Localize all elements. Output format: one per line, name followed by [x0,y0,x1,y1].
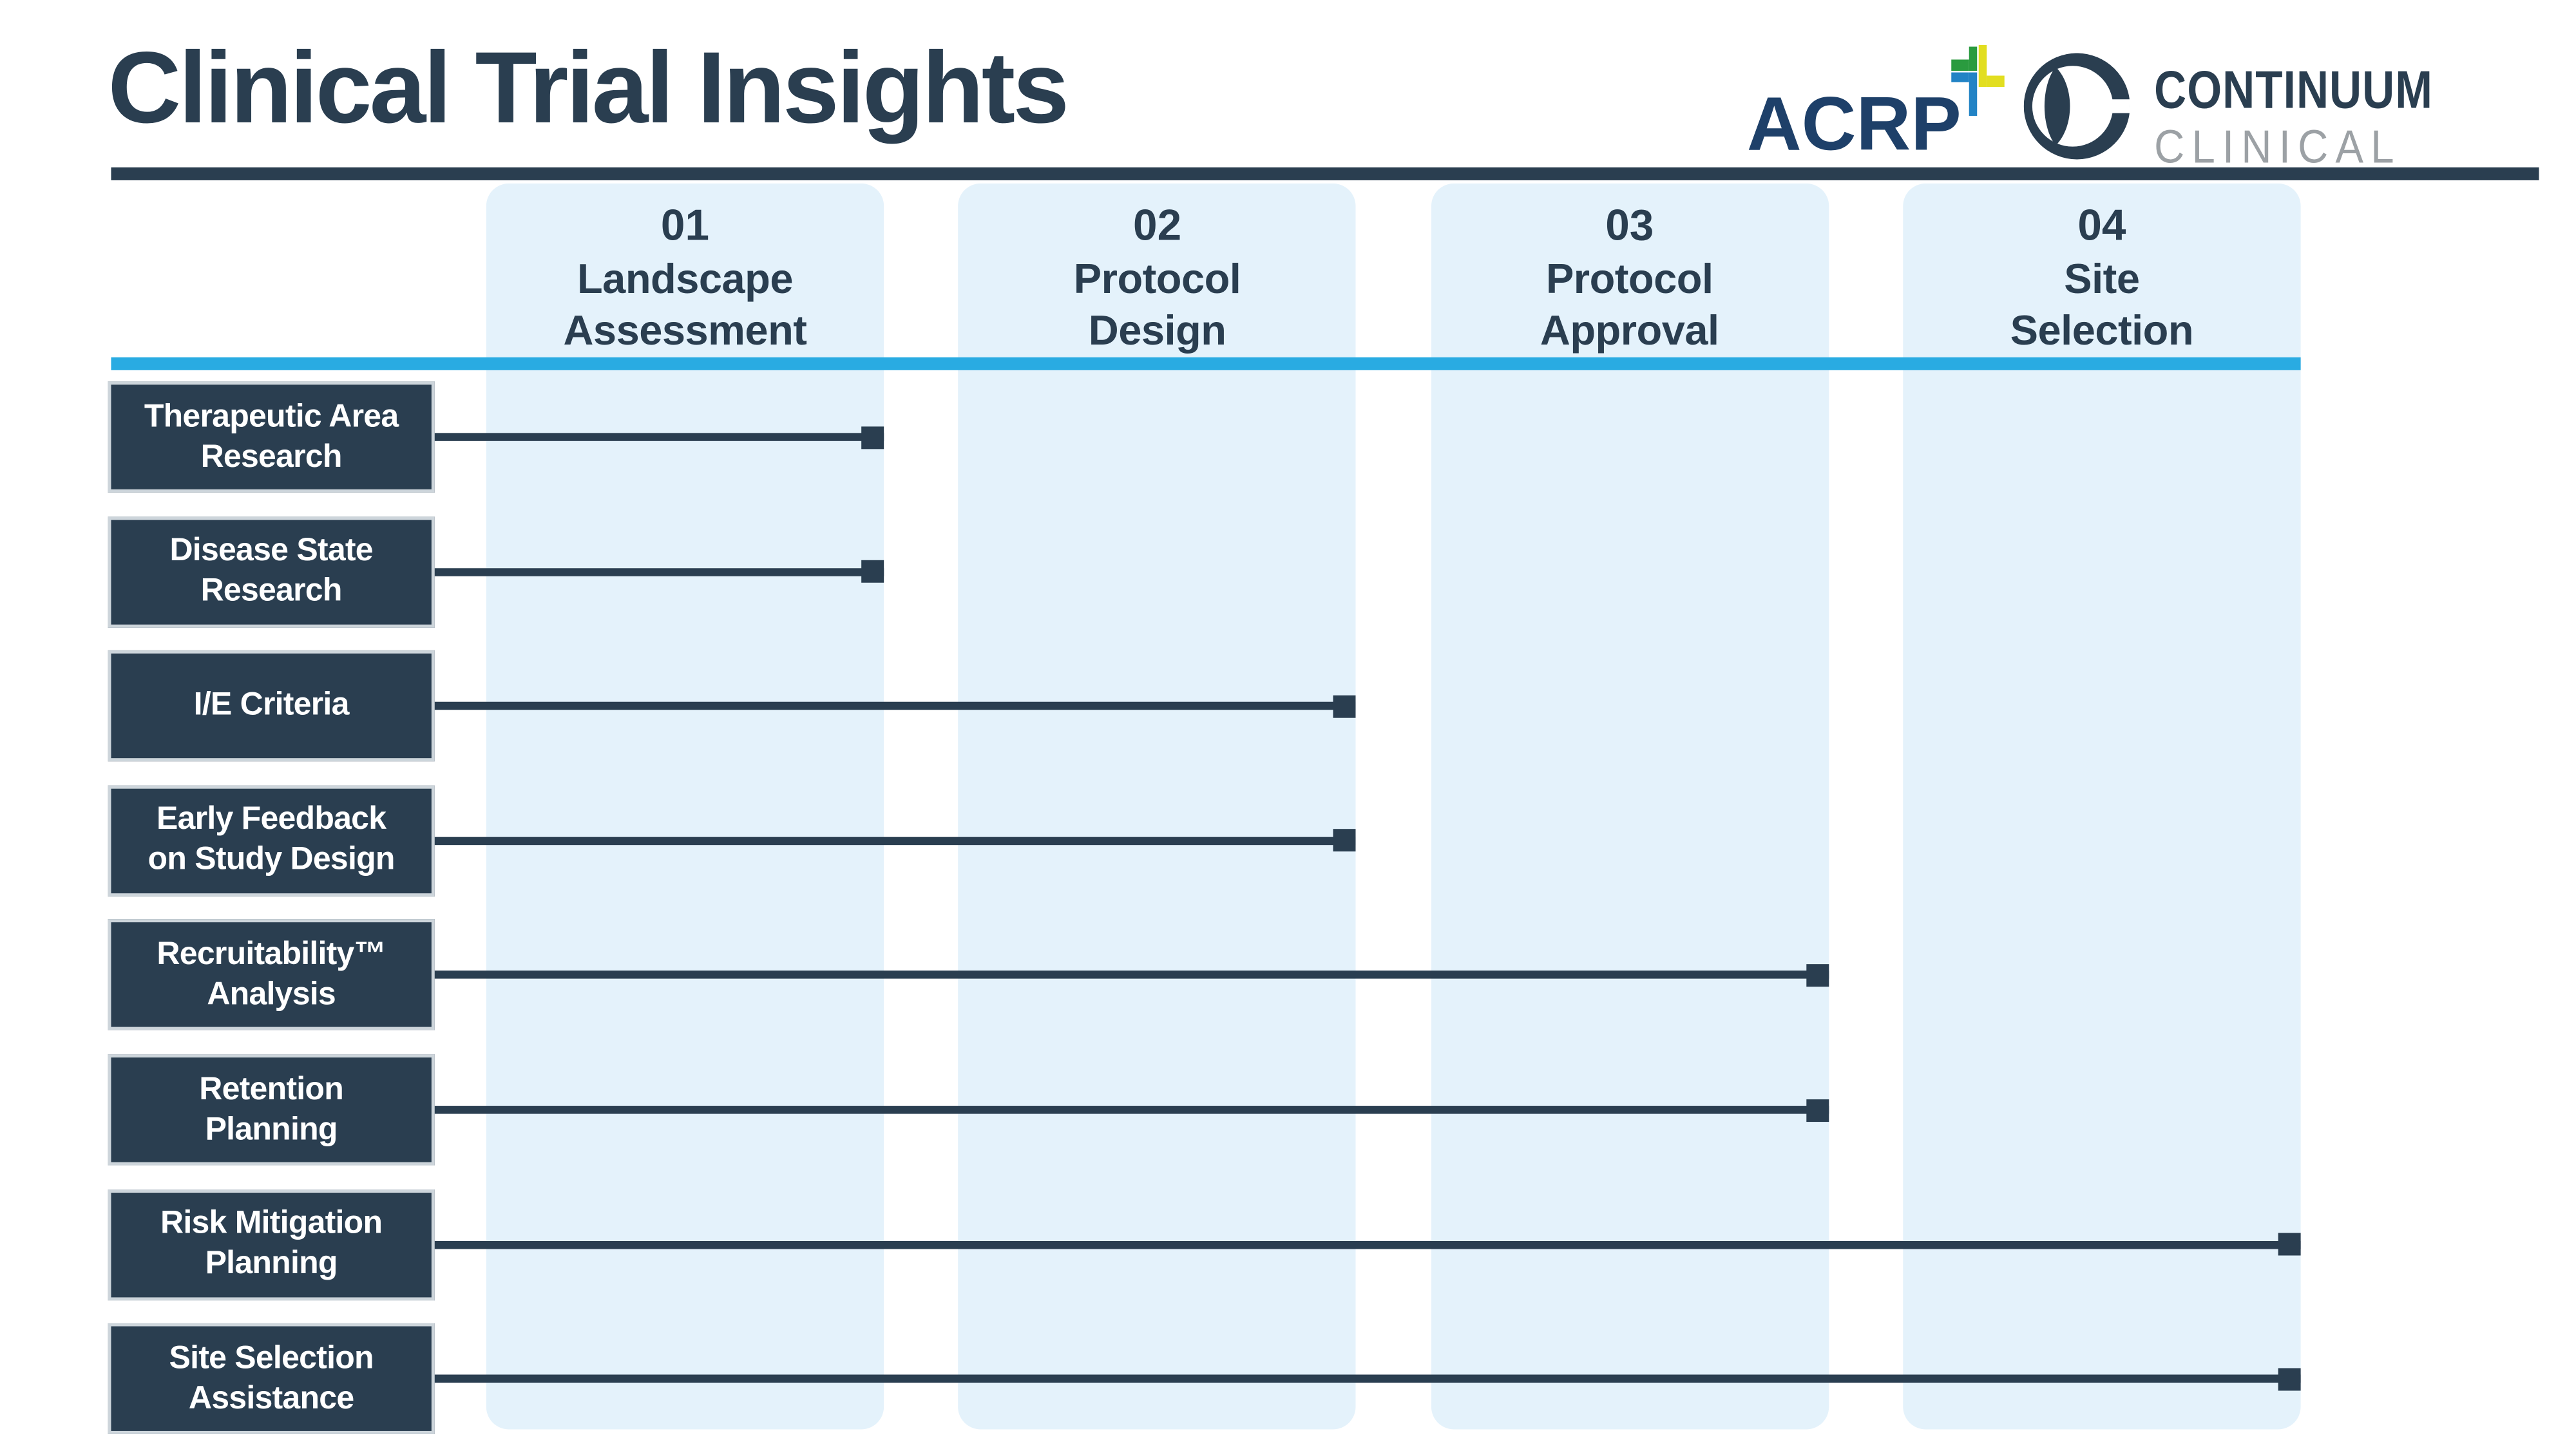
service-label-line: Research [200,439,343,475]
service-label-line: Disease State [169,533,373,569]
service-label-line: Recruitability™ [157,936,386,972]
phase-name-line: Selection [2010,305,2194,354]
phase-name-line: Protocol [1545,254,1713,303]
service-label-line: Therapeutic Area [144,398,399,434]
acrp-plus-green-arm [1951,59,1969,71]
service-label-line: Analysis [207,976,336,1012]
continuum-logo-text: CONTINUUM [2154,59,2433,119]
timeline-connector [434,1240,2301,1249]
phase-name-line: Approval [1540,305,1719,354]
timeline-connector [434,971,1829,980]
title-underline-rule [111,167,2539,180]
service-label-line: Planning [205,1111,338,1147]
acrp-plus-blue-bar [1969,72,1978,116]
connector-endcap [2278,1367,2301,1390]
phase-name-line: Protocol [1073,254,1241,303]
connector-endcap [1806,1098,1829,1121]
acrp-logo-text: ACRP [1746,80,1961,166]
timeline-connector [434,1374,2301,1383]
service-label-line: Early Feedback [156,802,386,838]
acrp-plus-yellow-bar [1978,44,1987,87]
connector-endcap [861,426,884,449]
phase-number: 03 [1605,201,1654,250]
service-label-line: on Study Design [148,842,396,878]
service-box: I/E Criteria [108,650,435,762]
phase-name-line: Site [2064,254,2140,303]
clinical-logo-text: CLINICAL [2154,122,2401,174]
timeline-connector [434,433,884,441]
connector-endcap [2278,1233,2301,1256]
continuum-clinical-logo-icon [2023,53,2130,160]
service-label-line: Assistance [188,1380,354,1416]
service-label-line: Planning [205,1245,338,1282]
timeline-connector [434,702,1357,710]
phase-name-line: Design [1088,305,1226,354]
timeline-connector [434,837,1357,845]
acrp-plus-yellow-arm [1987,75,2005,87]
phase-name-line: Landscape [577,254,793,303]
connector-endcap [1333,694,1357,717]
page-title: Clinical Trial Insights [108,32,1069,145]
timeline-connector [434,567,884,576]
acrp-plus-icon [1951,42,2009,119]
phase-number: 04 [2077,201,2126,250]
acrp-plus-blue-arm [1951,72,1969,82]
connector-endcap [1333,829,1357,852]
timeline-connector [434,1106,1829,1114]
service-box: Recruitability™ Analysis [108,920,435,1031]
phase-axis-line [111,357,2301,370]
phase-number: 02 [1133,201,1182,250]
service-label-line: Retention [199,1071,344,1107]
service-box: Early Feedback on Study Design [108,785,435,896]
acrp-plus-green-bar [1969,46,1978,71]
service-label-line: Risk Mitigation [160,1206,383,1242]
connector-endcap [1806,963,1829,987]
phase-name-line: Assessment [563,305,807,354]
connector-endcap [861,560,884,583]
service-label-line: Site Selection [169,1340,374,1376]
service-label-line: Research [200,573,343,609]
service-label-line: I/E Criteria [193,687,350,723]
phase-number: 01 [660,201,710,250]
